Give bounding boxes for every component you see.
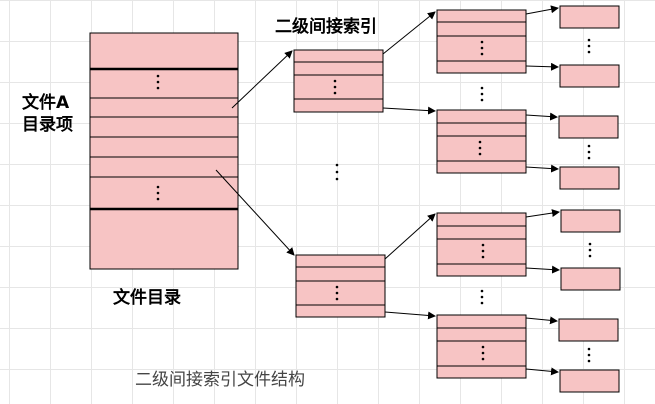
arrow-bottom-index-to-block-3 [384,213,436,260]
ellipsis-icon [480,86,484,102]
arrow-directory-to-bottom-index [215,169,295,256]
file-directory-label: 文件目录 [113,288,181,308]
ellipsis-icon [587,38,591,54]
data-block [558,318,619,342]
data-block [559,5,620,29]
ellipsis-icon [156,185,160,201]
arrow-bottom-index-to-block-4 [384,311,436,320]
index-block-1 [436,9,527,74]
arrow-to-data [525,112,558,121]
file-a-label: 文件A 目录项 [22,92,73,136]
file-directory-block [89,32,239,270]
arrow-directory-to-top-index [231,50,293,109]
arrow-top-index-to-block-2 [382,106,436,115]
arrow-to-data [525,5,559,15]
ellipsis-icon [588,242,592,258]
ellipsis-icon [335,163,339,181]
data-block [560,267,621,291]
secondary-index-label: 二级间接索引 [275,17,377,37]
ellipsis-icon [481,243,485,259]
arrow-to-data [525,316,558,325]
data-block [558,115,619,139]
data-block [560,209,621,233]
index-block-2 [436,109,527,174]
file-a-label-line1: 文件A [22,93,70,113]
ellipsis-icon [335,285,339,301]
data-blocks [558,5,621,393]
arrow-top-index-to-block-1 [382,11,436,55]
secondary-index-block-top [293,49,384,113]
index-block-4 [436,314,527,379]
file-a-label-line2: 目录项 [22,115,73,135]
data-block [559,64,620,88]
ellipsis-icon [587,347,591,363]
index-block-3 [436,212,527,277]
secondary-index-block-bottom [295,254,386,318]
arrows [215,5,560,376]
ellipsis-icon [156,74,160,90]
ellipsis-icon [478,140,482,156]
arrow-to-data [525,209,560,218]
ellipsis-icon [480,40,484,56]
arrow-to-data [525,62,559,71]
data-block [559,369,620,393]
arrow-to-data [525,265,560,274]
ellipsis-icon [587,144,591,160]
diagram-caption: 二级间接索引文件结构 [135,370,305,390]
ellipsis-icon [480,289,484,305]
arrow-to-data [525,367,559,376]
data-block [559,166,620,190]
ellipsis-icon [481,345,485,361]
arrow-to-data [525,164,559,173]
ellipsis-icon [333,79,337,95]
